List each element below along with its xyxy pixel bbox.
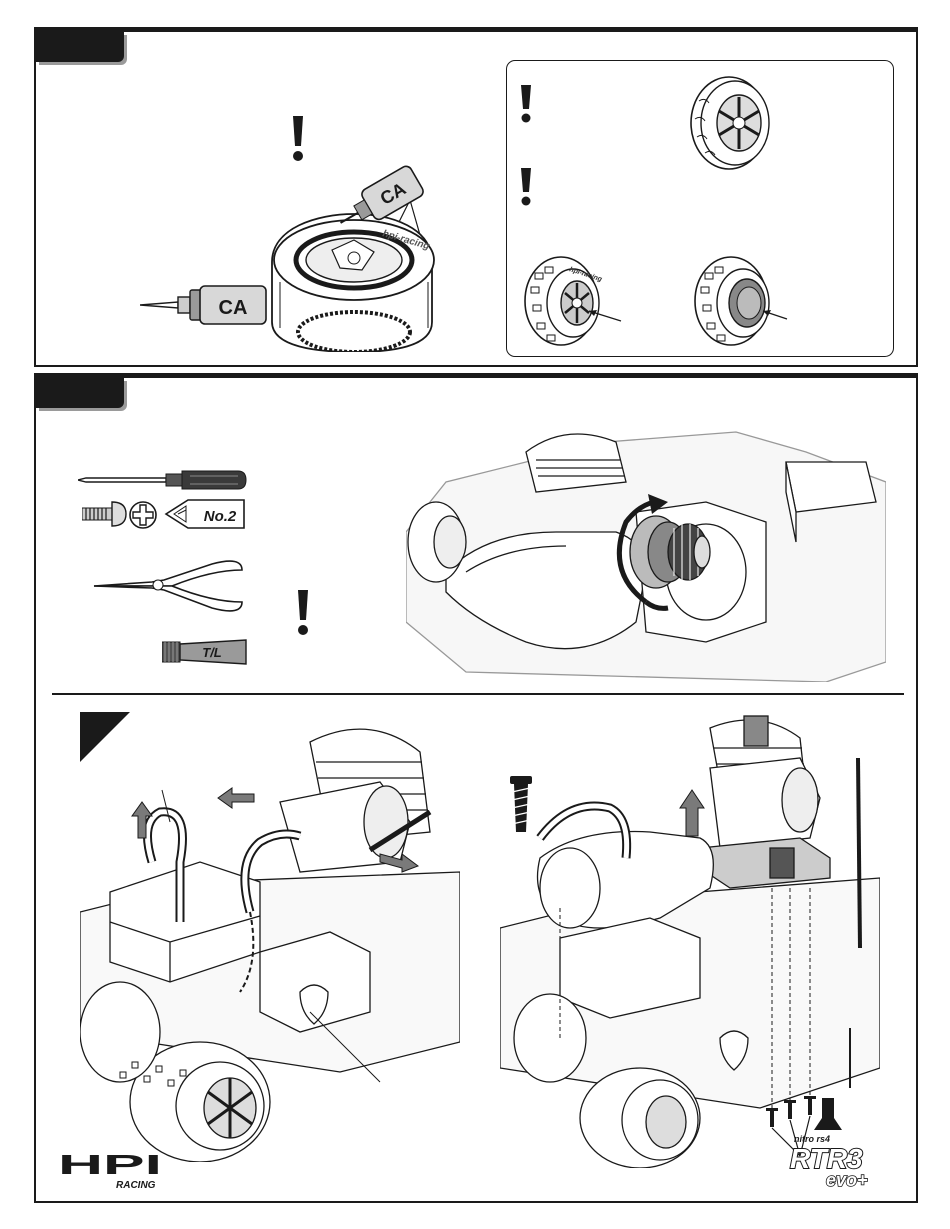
step-number-tab — [36, 378, 124, 408]
wheel-variants-inset: hpi-racing — [506, 60, 894, 357]
nitro-rs4-rtr3-evo-logo: nitro rs4 RTR3 evo+ — [788, 1130, 900, 1194]
screw-icon — [82, 500, 128, 528]
screwdriver-size-badge: No.2 — [164, 498, 246, 530]
phillips-head-icon — [128, 500, 158, 530]
exclamation-icon — [519, 168, 533, 206]
ca-glue-tube-icon: CA — [140, 282, 270, 326]
threadlock-tube-icon: T/L — [162, 638, 250, 666]
step-number-tab — [36, 32, 124, 62]
threadlock-label: T/L — [202, 645, 222, 660]
clutch-engine-illustration — [406, 422, 886, 682]
off-road-wheel-illustration-right — [691, 253, 811, 349]
tire-gluing-illustration: hpi-racing CA — [262, 152, 442, 352]
needle-nose-pliers-icon — [92, 560, 248, 616]
screwdriver-size-label: No.2 — [204, 508, 237, 525]
engine-removal-illustration — [500, 708, 880, 1168]
fuel-line-removal-illustration — [80, 712, 460, 1162]
on-road-wheel-illustration — [687, 71, 777, 171]
engine-mount-screw-icon — [510, 776, 532, 832]
exclamation-icon — [295, 590, 311, 636]
right-logo-sub: evo+ — [826, 1170, 868, 1190]
screwdriver-icon — [78, 468, 248, 492]
step-panel-engine-removal: No.2 T/L — [34, 373, 918, 1203]
ca-tube-label: CA — [219, 297, 248, 319]
step-panel-tire-gluing: CA hpi-racing CA — [34, 27, 918, 367]
exclamation-icon — [519, 85, 533, 123]
left-logo-text: HPI — [58, 1149, 162, 1180]
section-divider — [52, 693, 904, 695]
off-road-wheel-illustration-left: hpi-racing — [521, 253, 641, 349]
left-logo-sub: RACING — [116, 1180, 156, 1191]
hpi-racing-logo: HPI RACING — [56, 1148, 166, 1194]
